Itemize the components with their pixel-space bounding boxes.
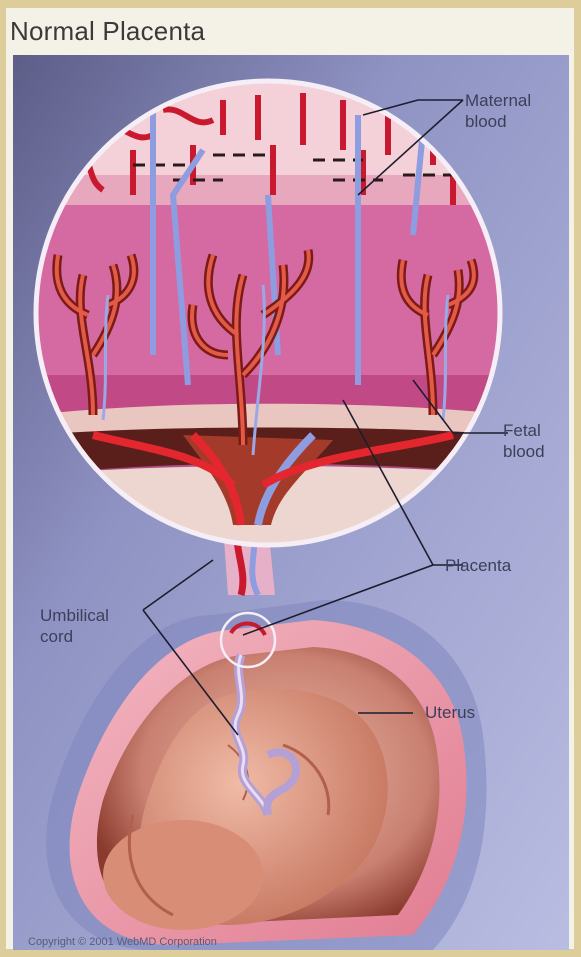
copyright-notice: Copyright © 2001 WebMD Corporation (28, 936, 217, 948)
label-umbilical-cord: Umbilical cord (40, 605, 109, 647)
page-title: Normal Placenta (10, 16, 205, 47)
label-maternal-blood: Maternal blood (465, 90, 531, 132)
label-uterus: Uterus (425, 702, 475, 723)
label-placenta: Placenta (445, 555, 511, 576)
placenta-illustration (13, 55, 569, 950)
label-fetal-blood: Fetal blood (503, 420, 545, 462)
